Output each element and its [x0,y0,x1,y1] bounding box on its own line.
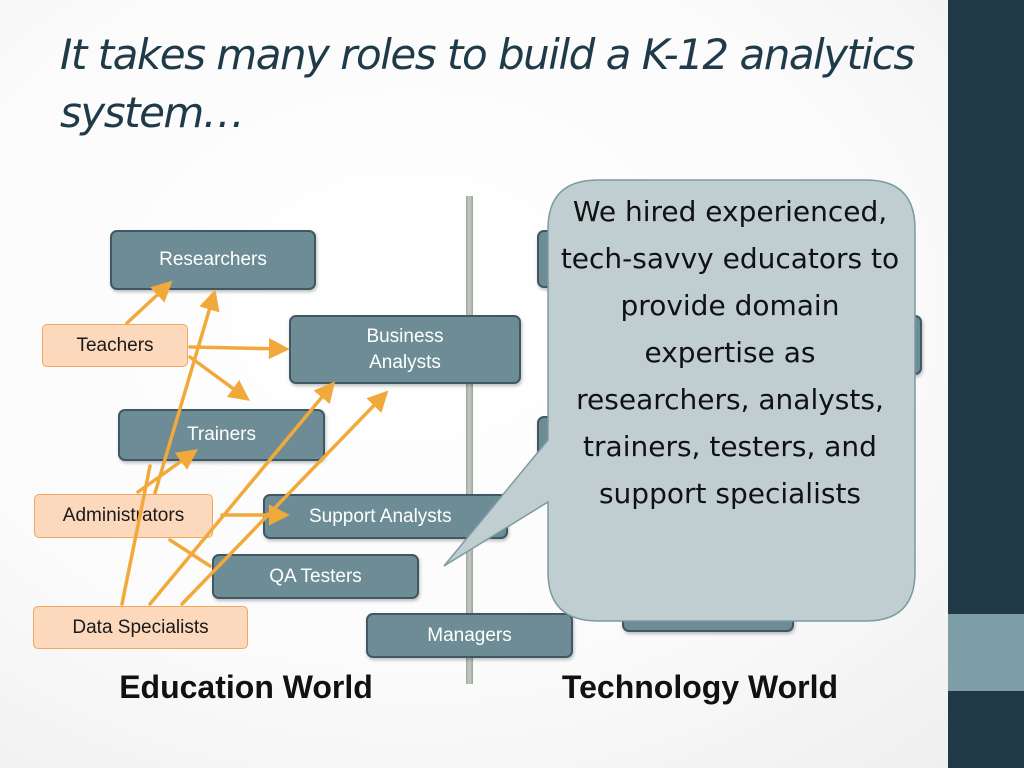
callout-text: We hired experienced, tech-savvy educato… [560,195,900,510]
arrow-teachers-trainers [188,355,250,401]
arrow-teachers-business-analysts [188,338,290,360]
arrow-data-specialists-business-analysts [148,381,336,606]
sidebar-accent-block [948,614,1024,691]
world-divider [466,196,473,684]
managers-box: Managers [366,613,573,658]
education-world-label: Education World [119,669,373,705]
business-analysts-box: Business Analysts [289,315,521,384]
researchers-box: Researchers [110,230,316,290]
arrow-data-specialists-business-analysts-2 [180,390,389,606]
qa-testers-box: QA Testers [212,554,419,599]
technology-world-label: Technology World [561,669,839,705]
slide-title: It takes many roles to build a K-12 anal… [60,30,915,137]
arrow-administrators-researchers [153,289,220,495]
support-analysts-box: Support Analysts [263,494,508,539]
arrow-data-specialists-trainers [120,464,152,606]
data-specialists-box: Data Specialists [33,606,248,649]
teachers-box: Teachers [42,324,188,367]
administrators-box: Administrators [34,494,213,538]
arrow-teachers-researchers [125,280,173,325]
arrow-administrators-qa-testers [168,538,212,568]
